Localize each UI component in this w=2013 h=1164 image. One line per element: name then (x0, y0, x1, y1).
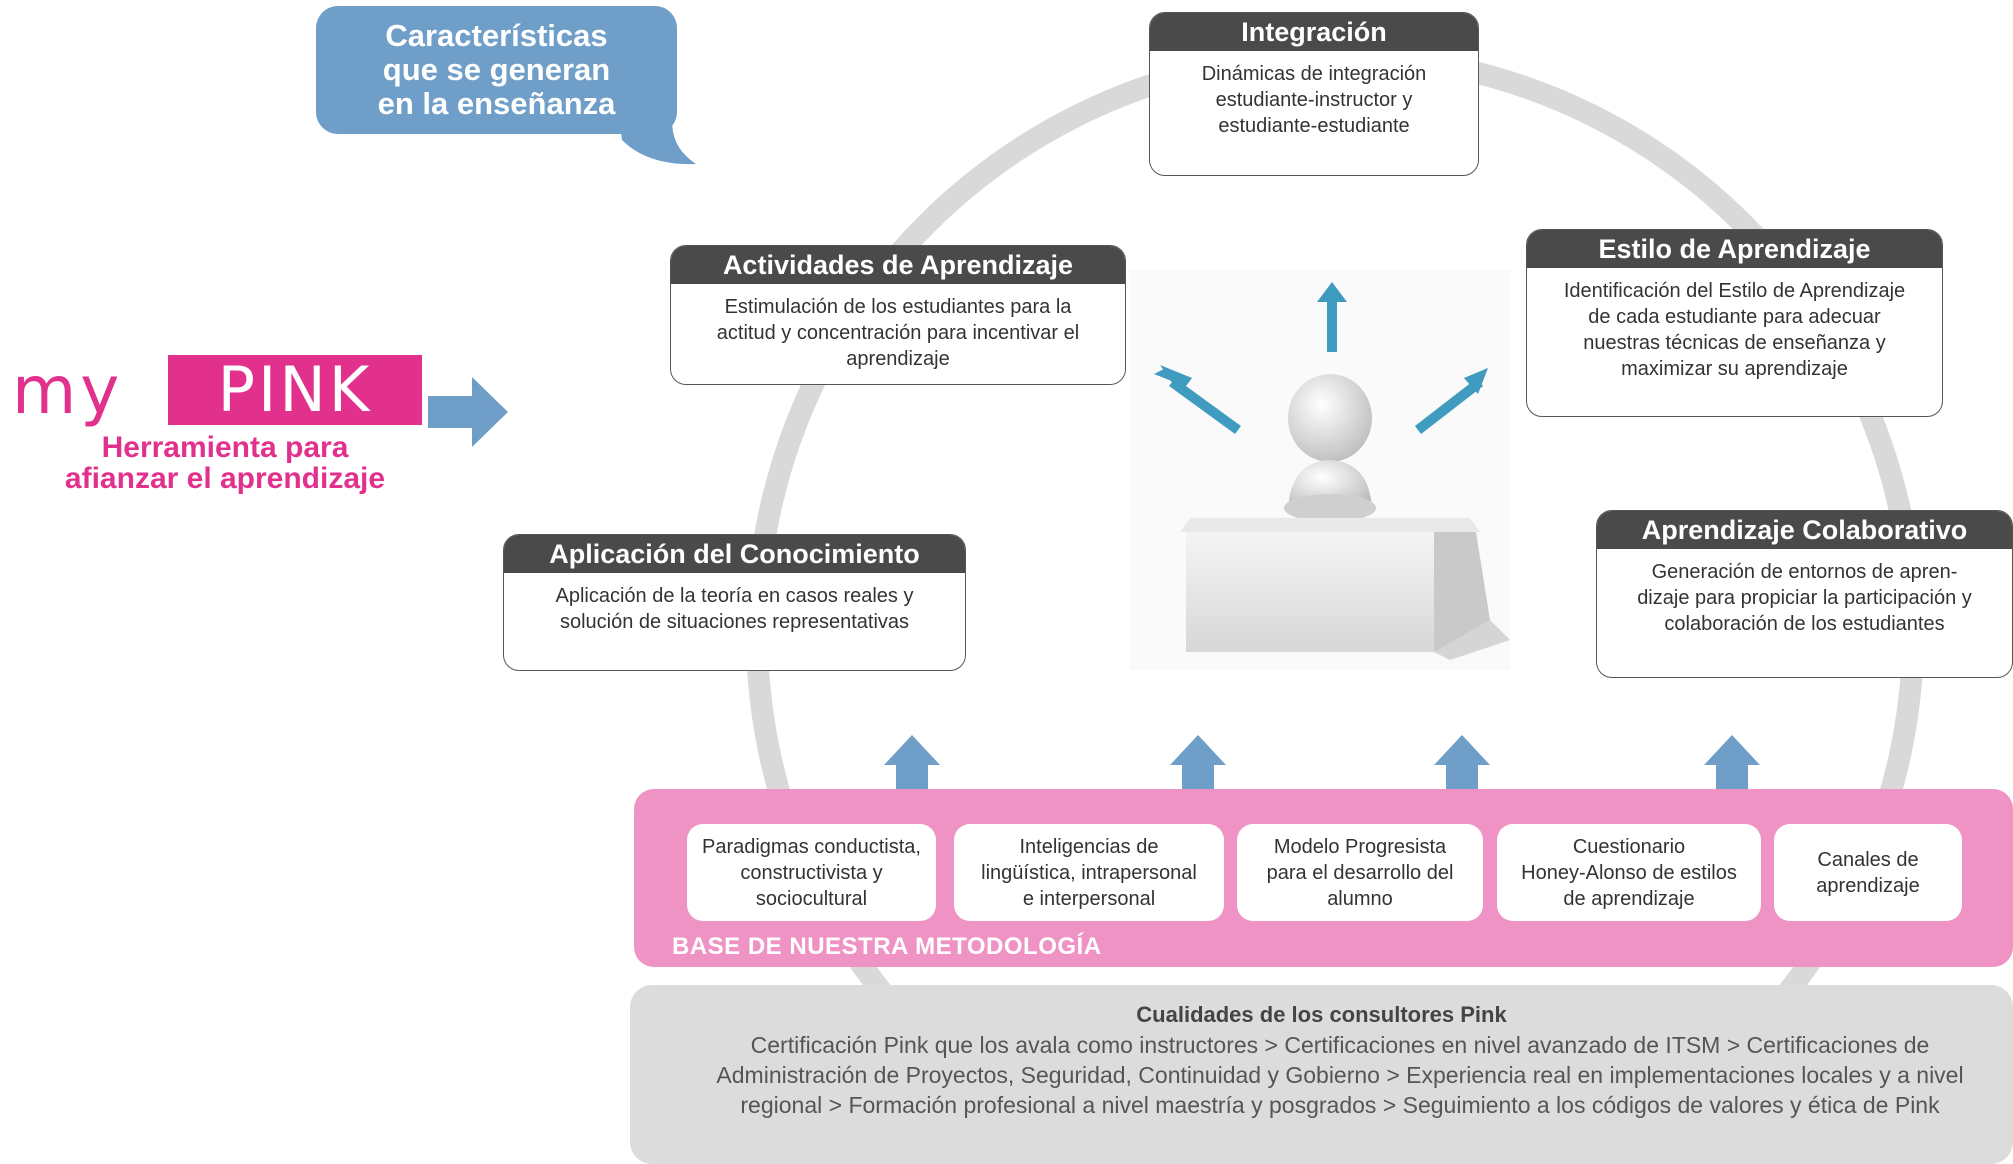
qualities-panel (630, 985, 2013, 1164)
logo-pink: PINK (168, 355, 422, 425)
qualities-text: Certificación Pink que los avala como in… (716, 1032, 1964, 1118)
box-integracion: Integración Dinámicas de integración est… (1149, 12, 1479, 176)
box-actividades-title: Actividades de Aprendizaje (671, 246, 1125, 284)
base-item-cuestionario: Cuestionario Honey-Alonso de estilos de … (1497, 824, 1761, 921)
teacher-figure-icon (1130, 270, 1510, 670)
base-item-paradigmas: Paradigmas conductista, constructivista … (687, 824, 936, 921)
box-actividades-body: Estimulación de los estudiantes para la … (716, 296, 1080, 370)
logo-subtitle: Herramienta para afianzar el aprendizaje (64, 431, 386, 495)
box-integracion-title: Integración (1150, 13, 1478, 51)
box-aplicacion-title: Aplicación del Conocimiento (504, 535, 965, 573)
box-colaborativo: Aprendizaje Colaborativo Generación de e… (1596, 510, 2013, 678)
box-estilo-body: Identificación del Estilo de Aprendizaje… (1563, 280, 1906, 380)
speech-bubble: Características que se generan en la ens… (316, 6, 677, 134)
box-estilo: Estilo de Aprendizaje Identificación del… (1526, 229, 1943, 417)
qualities-title: Cualidades de los consultores Pink (1136, 1002, 1507, 1027)
box-integracion-body: Dinámicas de integración estudiante-inst… (1201, 63, 1427, 137)
box-actividades: Actividades de Aprendizaje Estimulación … (670, 245, 1126, 385)
box-aplicacion-body: Aplicación de la teoría en casos reales … (555, 585, 914, 633)
box-aplicacion: Aplicación del Conocimiento Aplicación d… (503, 534, 966, 671)
base-item-modelo: Modelo Progresista para el desarrollo de… (1237, 824, 1483, 921)
base-item-inteligencias: Inteligencias de lingüística, intraperso… (954, 824, 1224, 921)
box-colaborativo-body: Generación de entornos de apren- dizaje … (1637, 561, 1972, 635)
box-estilo-title: Estilo de Aprendizaje (1527, 230, 1942, 268)
bubble-text: Características que se generan en la ens… (377, 18, 616, 121)
box-colaborativo-title: Aprendizaje Colaborativo (1597, 511, 2012, 549)
arrow-right-icon (428, 377, 508, 447)
base-item-canales: Canales de aprendizaje (1774, 824, 1962, 921)
methodology-label: BASE DE NUESTRA METODOLOGÍA (672, 933, 1102, 960)
logo-my: my (12, 352, 124, 429)
up-arrows (884, 735, 1760, 791)
